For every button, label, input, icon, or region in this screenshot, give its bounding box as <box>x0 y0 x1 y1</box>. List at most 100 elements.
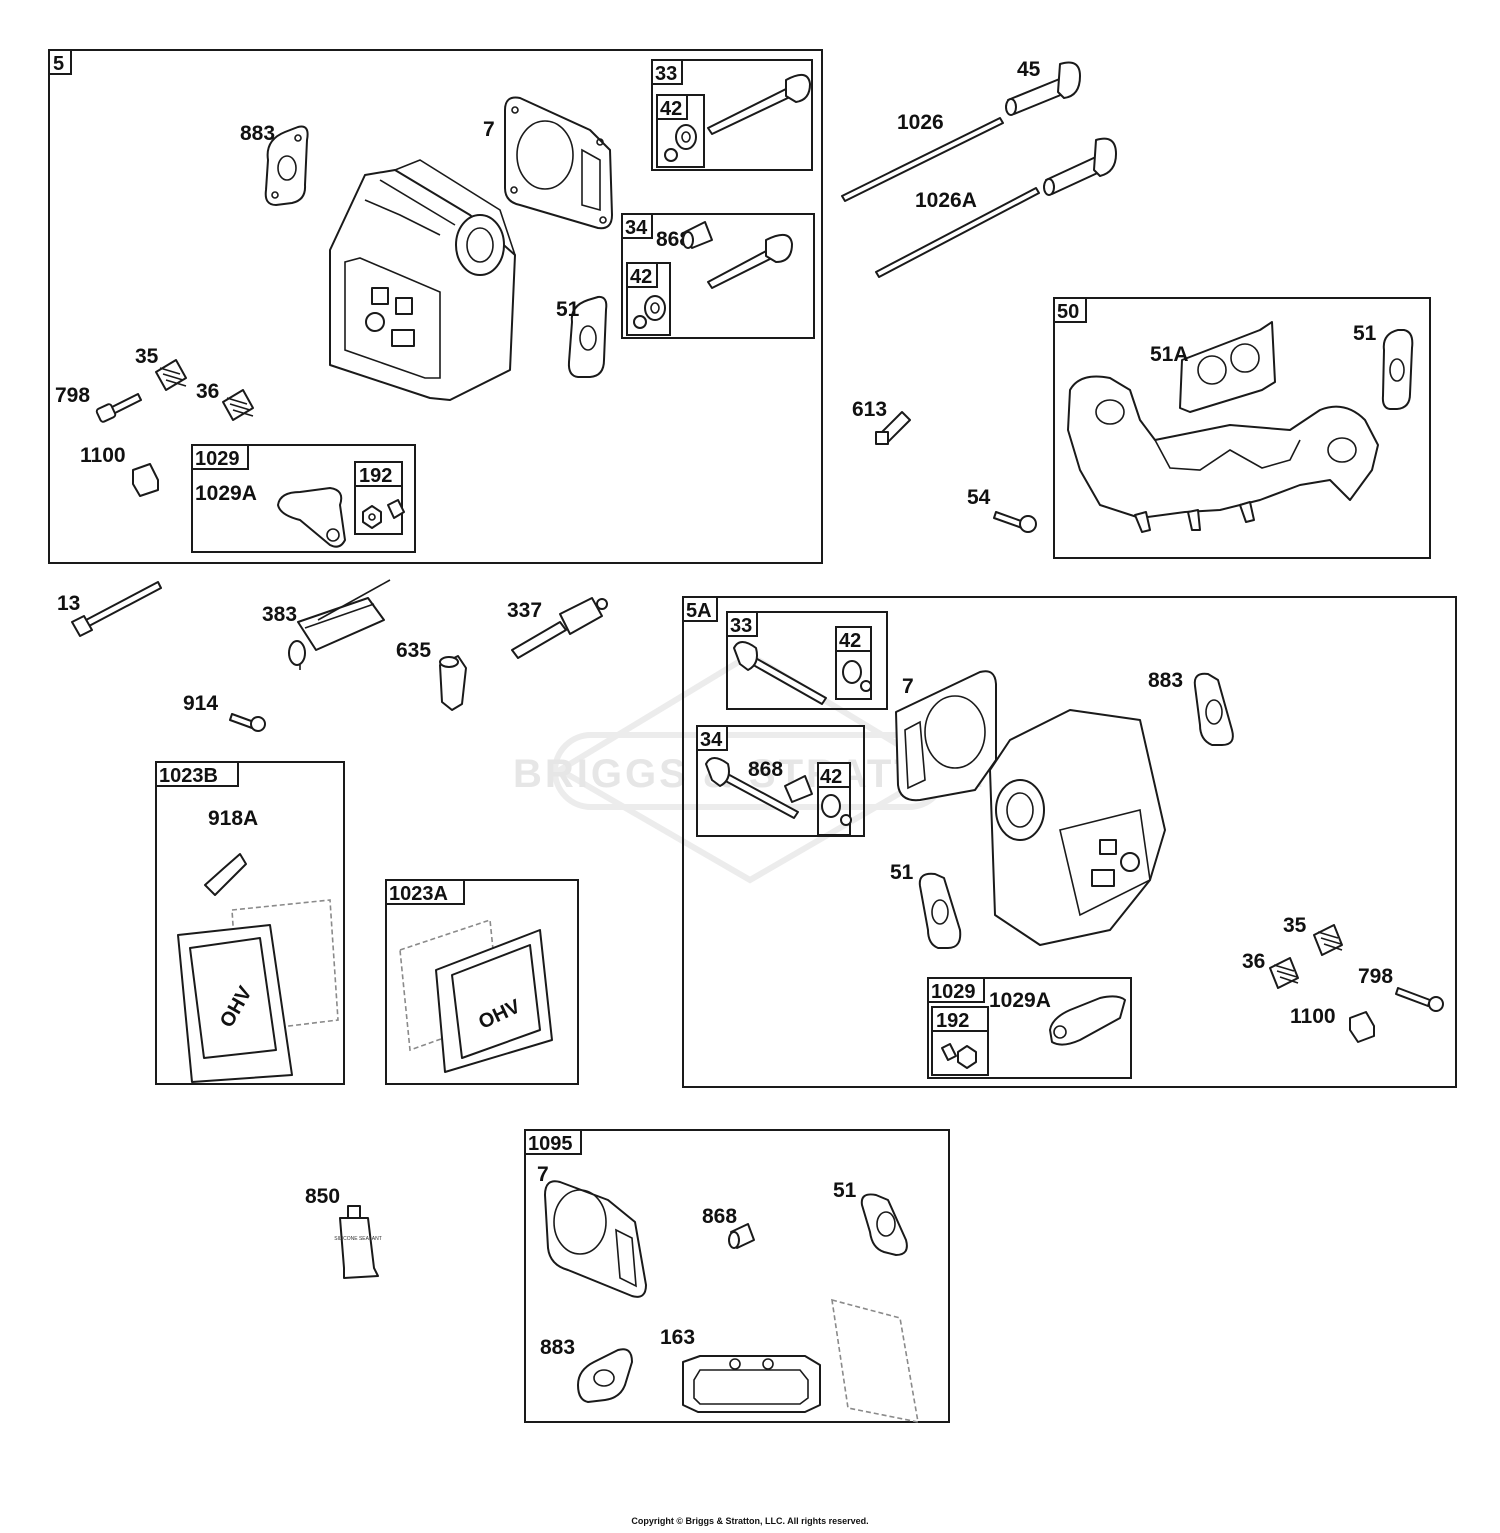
label-1029A: 1029A <box>989 989 1051 1012</box>
part-1100-retainer[interactable] <box>132 463 159 497</box>
part-35-spring[interactable] <box>155 359 187 391</box>
part-33-valve[interactable] <box>707 73 811 135</box>
part-51-gasket[interactable] <box>567 295 608 378</box>
part-868-valve-guide[interactable] <box>682 221 713 249</box>
assembly-1023B[interactable]: 1023B 918A OHV <box>155 761 345 1085</box>
label-613: 613 <box>852 398 887 421</box>
label-914: 914 <box>183 692 218 715</box>
part-868-valve-guide[interactable] <box>728 1223 755 1249</box>
part-54-screw[interactable] <box>993 511 1037 533</box>
part-7-head-gasket[interactable] <box>544 1180 647 1298</box>
assembly-42-label: 42 <box>839 630 861 652</box>
part-36-spring[interactable] <box>222 389 254 421</box>
label-1026: 1026 <box>897 111 944 134</box>
part-1029A-rocker-arm[interactable] <box>1049 995 1126 1046</box>
assembly-42-label: 42 <box>820 766 842 788</box>
part-exhaust-manifold[interactable] <box>1067 375 1379 533</box>
part-914-screw[interactable] <box>229 713 266 732</box>
part-valve-cover[interactable]: OHV <box>177 924 293 1083</box>
assembly-1023A[interactable]: 1023A OHV <box>385 879 579 1085</box>
assembly-34[interactable]: 34 868 42 <box>696 725 865 837</box>
part-13-screw[interactable] <box>71 581 162 637</box>
label-1029A: 1029A <box>195 482 257 505</box>
assembly-1029[interactable]: 1029 1029A 192 <box>927 977 1132 1079</box>
label-868: 868 <box>656 228 691 251</box>
assembly-33-label: 33 <box>655 63 677 85</box>
assembly-1029-label: 1029 <box>931 981 976 1003</box>
part-51A-gasket[interactable] <box>1179 321 1276 413</box>
assembly-5A[interactable]: 5A 33 42 34 868 42 <box>682 596 1457 1088</box>
label-383: 383 <box>262 603 297 626</box>
label-7: 7 <box>902 675 914 698</box>
label-45: 45 <box>1017 58 1041 81</box>
assembly-192-label: 192 <box>936 1010 969 1032</box>
part-798-screw[interactable] <box>1395 987 1444 1012</box>
part-valve-cover[interactable]: OHV <box>435 929 553 1073</box>
label-36: 36 <box>1242 950 1265 973</box>
label-1026A: 1026A <box>915 189 977 212</box>
tube-text: SILICONE SEALANT <box>334 1236 382 1242</box>
part-192-nut[interactable] <box>362 499 405 529</box>
part-1100-retainer[interactable] <box>1349 1011 1375 1043</box>
part-34-valve[interactable] <box>705 757 799 819</box>
part-1026A-push-rod[interactable] <box>875 187 1040 278</box>
assembly-5[interactable]: 5 883 7 <box>48 49 823 564</box>
part-45-tappet[interactable] <box>1005 61 1081 116</box>
part-613-stud[interactable] <box>875 411 911 445</box>
part-798-screw[interactable] <box>95 393 142 423</box>
label-54: 54 <box>967 486 991 509</box>
part-883-gasket[interactable] <box>1193 672 1234 746</box>
part-42-seal[interactable] <box>821 794 852 826</box>
part-883-gasket[interactable] <box>577 1348 633 1403</box>
gasket-outline <box>231 899 339 1033</box>
part-1029A-rocker-arm[interactable] <box>277 487 346 548</box>
assembly-34-label: 34 <box>625 217 648 239</box>
assembly-1023B-label: 1023B <box>159 765 218 787</box>
label-1100: 1100 <box>80 444 126 467</box>
label-883: 883 <box>1148 669 1183 692</box>
part-163-gasket[interactable] <box>682 1355 821 1413</box>
label-163: 163 <box>660 1326 695 1349</box>
part-850-sealant-tube[interactable]: SILICONE SEALANT <box>334 1205 382 1279</box>
part-51-gasket[interactable] <box>918 872 962 949</box>
part-51-gasket[interactable] <box>860 1193 908 1256</box>
assembly-42-label: 42 <box>630 266 652 288</box>
assembly-33-label: 33 <box>730 615 752 637</box>
part-635-boot[interactable] <box>439 655 467 711</box>
assembly-33[interactable]: 33 42 <box>651 59 813 171</box>
part-cylinder-head[interactable] <box>989 709 1166 946</box>
part-1026-push-rod[interactable] <box>841 117 1004 202</box>
label-7: 7 <box>537 1163 549 1186</box>
part-cylinder-head[interactable] <box>329 159 516 401</box>
assembly-50[interactable]: 50 51A 51 <box>1053 297 1431 559</box>
part-42-seal[interactable] <box>842 660 872 692</box>
part-918A-breather-tube[interactable] <box>204 853 247 896</box>
part-34-valve[interactable] <box>707 233 793 289</box>
label-35: 35 <box>135 345 159 368</box>
assembly-34[interactable]: 34 868 42 <box>621 213 815 339</box>
part-51-gasket[interactable] <box>1381 329 1414 410</box>
part-42-seal[interactable] <box>633 295 666 329</box>
part-33-valve[interactable] <box>733 641 827 705</box>
assembly-1095[interactable]: 1095 7 868 51 883 163 <box>524 1129 950 1424</box>
part-42-seal[interactable] <box>664 124 697 162</box>
part-383-ignition-armature[interactable] <box>288 579 391 670</box>
part-36-spring[interactable] <box>1269 957 1299 989</box>
part-192-nut[interactable] <box>941 1043 977 1069</box>
assembly-33[interactable]: 33 42 <box>726 611 888 710</box>
assembly-1095-label: 1095 <box>528 1133 573 1155</box>
label-7: 7 <box>483 118 495 141</box>
part-35-spring[interactable] <box>1313 924 1343 956</box>
assembly-1029-label: 1029 <box>195 448 240 470</box>
label-36: 36 <box>196 380 219 403</box>
assembly-1029[interactable]: 1029 1029A 192 <box>191 444 416 553</box>
part-883-gasket[interactable] <box>264 125 309 206</box>
part-7-head-gasket[interactable] <box>504 96 613 230</box>
part-868-valve-guide[interactable] <box>784 775 813 803</box>
part-1026A-tappet[interactable] <box>1043 137 1117 196</box>
label-868: 868 <box>702 1205 737 1228</box>
label-798: 798 <box>55 384 90 407</box>
part-7-head-gasket[interactable] <box>895 670 997 802</box>
part-337-spark-plug[interactable] <box>511 597 608 659</box>
